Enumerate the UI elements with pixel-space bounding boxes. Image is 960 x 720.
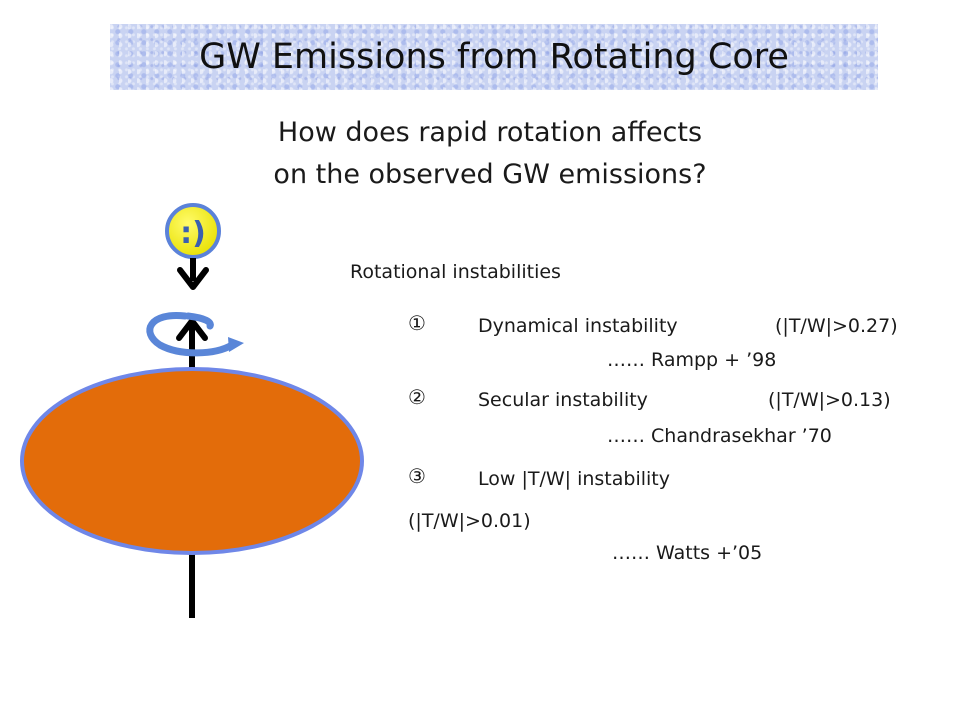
section-heading: Rotational instabilities [350, 261, 561, 283]
item-2-condition: (|T/W|>0.13) [768, 389, 891, 411]
title-banner: GW Emissions from Rotating Core [110, 24, 878, 90]
item-3-citation: …… Watts +’05 [612, 542, 763, 564]
item-3-marker: ③ [408, 464, 426, 488]
item-1-name: Dynamical instability [478, 315, 678, 337]
line-of-sight-arrow-icon [177, 258, 209, 290]
observer-smiley-icon: :) [165, 203, 221, 259]
item-3-condition: (|T/W|>0.01) [408, 510, 531, 532]
question-line-1: How does rapid rotation affects [277, 117, 703, 148]
item-2-name: Secular instability [478, 389, 648, 411]
item-2-citation: …… Chandrasekhar ’70 [607, 425, 832, 447]
item-1-marker: ① [408, 311, 426, 335]
item-3-name: Low |T/W| instability [478, 468, 670, 490]
item-2-marker: ② [408, 385, 426, 409]
slide-title: GW Emissions from Rotating Core [199, 37, 789, 77]
question: How does rapid rotation affects on the o… [150, 112, 830, 196]
rotation-arrow-icon [146, 311, 244, 357]
question-line-2: on the observed GW emissions? [273, 159, 707, 190]
item-1-condition: (|T/W|>0.27) [775, 315, 898, 337]
item-1-citation: …… Rampp + ’98 [607, 349, 777, 371]
rotating-core-icon [20, 367, 364, 555]
smiley-face: :) [180, 216, 206, 251]
